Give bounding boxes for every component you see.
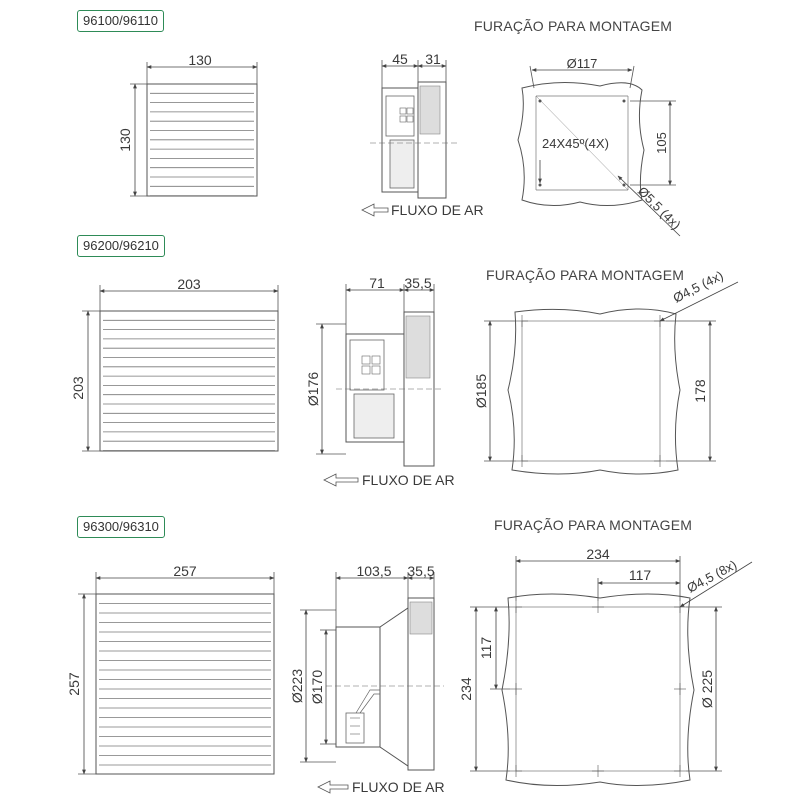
louvers-96100 [150,92,254,197]
dim-width-96100: 130 [188,52,212,68]
dim-grille-96300: 35,5 [407,563,434,579]
dim-cutout-right-96300: Ø 225 [699,670,715,708]
side-view-96200: 71 35,5 Ø176 FLUXO DE AR [305,275,455,488]
dim-diameter-outer-96300: Ø223 [289,669,305,703]
heading-mounting-96200: FURAÇÃO PARA MONTAGEM [486,267,685,283]
dim-cutout-width-96300: 234 [586,546,610,562]
airflow-label-96100: FLUXO DE AR [391,202,484,218]
airflow-label-96300: FLUXO DE AR [352,779,445,795]
front-view-96200: 203 203 [70,276,279,452]
model-tag-96100: 96100/96110 [77,10,164,32]
chamfer-label-96100: 24X45º(4X) [542,136,609,151]
dim-width-96200: 203 [177,276,201,292]
side-view-96100: 45 31 FLUXO DE AR [361,51,484,218]
louvers-96200 [103,319,275,451]
dim-depth-96200: 71 [369,275,385,291]
cutout-96200: Ø185 178 Ø4,5 (4x) [473,268,739,475]
cutout-96300: 234 117 234 117 Ø 225 Ø4,5 (8x) [458,546,753,787]
model-tag-96200: 96200/96210 [77,235,165,257]
dim-cutout-right-96200: 178 [692,379,708,403]
dim-diameter-inner-96300: Ø170 [309,670,325,704]
hole-label-96100: Ø5,5 (4x) [635,184,684,233]
airflow-arrow-icon [361,203,389,217]
dim-grille-96200: 35,5 [404,275,431,291]
louvers-96300 [99,603,271,766]
cutout-96100: Ø117 105 24X45º(4X) Ø5,5 (4x) [517,56,684,237]
front-view-96100: 130 130 [117,52,258,197]
dim-grille-96100: 31 [425,51,441,67]
hole-label-96300: Ø4,5 (8x) [684,557,739,596]
dim-depth-96300: 103,5 [356,563,391,579]
heading-mounting-96300: FURAÇÃO PARA MONTAGEM [494,517,693,533]
dim-cutout-left-small-96300: 117 [478,637,494,660]
dim-depth-96100: 45 [392,51,408,67]
dim-height-96300: 257 [66,672,82,696]
dim-cutout-diameter-96100: Ø117 [567,56,598,71]
dim-cutout-height-96100: 105 [654,132,669,154]
hole-label-96200: Ø4,5 (4x) [671,268,726,306]
side-view-96300: 103,5 35,5 Ø223 Ø170 FLUXO DE AR [289,563,445,795]
dim-diameter-96200: Ø176 [305,372,321,406]
model-tag-96300: 96300/96310 [77,516,165,538]
airflow-arrow-icon [323,473,359,487]
dim-cutout-half-96300: 117 [629,567,652,583]
front-view-96300: 257 257 [66,563,275,775]
dim-cutout-left-96200: Ø185 [473,374,489,408]
heading-mounting-96100: FURAÇÃO PARA MONTAGEM [474,18,673,34]
airflow-arrow-icon [317,780,349,794]
airflow-label-96200: FLUXO DE AR [362,472,455,488]
dim-height-96200: 203 [70,376,86,400]
dim-height-96100: 130 [117,128,133,152]
dim-width-96300: 257 [173,563,197,579]
dim-cutout-height-96300: 234 [458,677,474,701]
